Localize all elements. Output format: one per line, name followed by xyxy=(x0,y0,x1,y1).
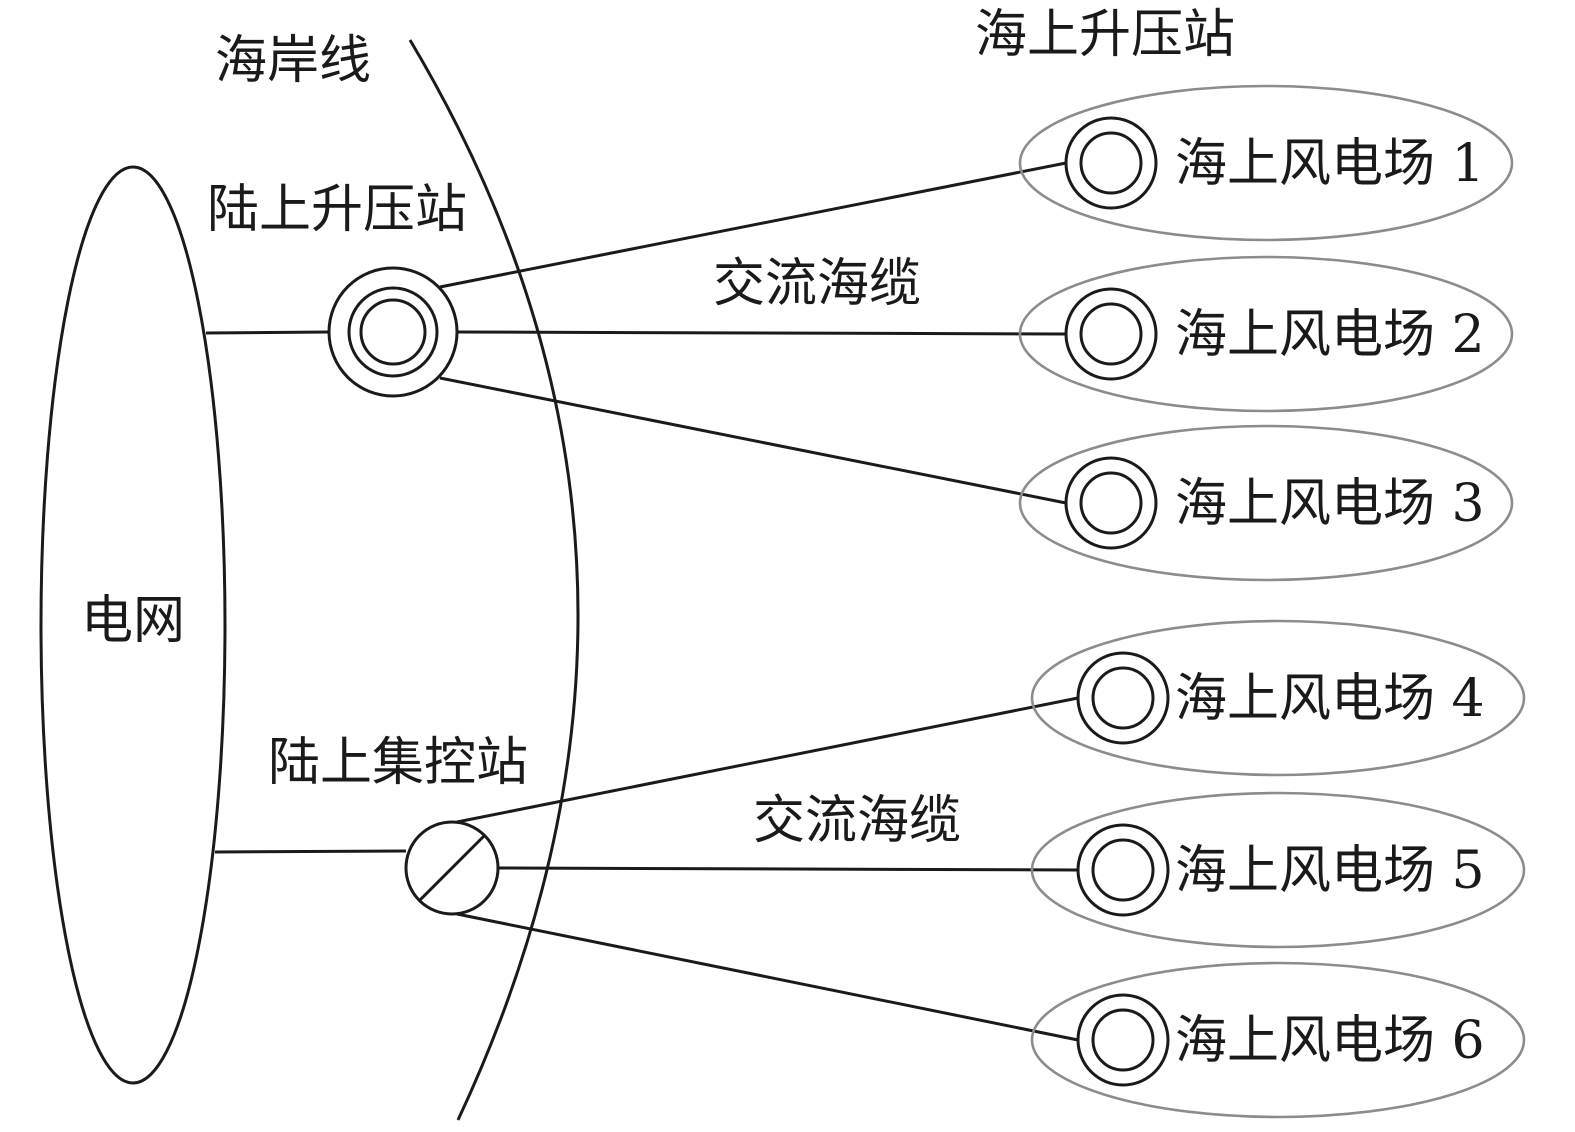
wind-farm-label: 海上风电场 4 xyxy=(1175,669,1485,729)
grid-to-control-line xyxy=(214,849,407,854)
onshore-substation-label: 陆上升压站 xyxy=(207,180,467,240)
onshore-substation-icon xyxy=(327,266,459,398)
coastline-label: 海岸线 xyxy=(215,31,371,91)
wind-farm-label: 海上风电场 2 xyxy=(1175,305,1485,365)
coastline-curve xyxy=(408,39,580,1121)
cable-to-farm-6 xyxy=(456,912,1079,1042)
wind-farm-label: 海上风电场 1 xyxy=(1175,134,1485,194)
control-station-label: 陆上集控站 xyxy=(268,733,528,793)
cable-to-farm-4 xyxy=(456,696,1079,824)
offshore-substation-icon xyxy=(1076,993,1170,1087)
ac-cable-label-lower: 交流海缆 xyxy=(753,791,961,851)
cable-to-farm-3 xyxy=(439,376,1067,505)
cable-to-farm-2 xyxy=(456,330,1067,336)
offshore-substation-icon xyxy=(1076,651,1170,745)
control-station-icon xyxy=(404,820,500,916)
wind-farm-label: 海上风电场 3 xyxy=(1175,474,1485,534)
offshore-substation-icon xyxy=(1064,287,1158,381)
offshore-substation-icon xyxy=(1064,116,1158,210)
cable-to-farm-5 xyxy=(497,866,1079,872)
wind-farm-label: 海上风电场 6 xyxy=(1175,1011,1485,1071)
grid-label: 电网 xyxy=(81,591,185,651)
grid-to-substation-line xyxy=(205,330,330,335)
offshore-substation-icon xyxy=(1076,823,1170,917)
grid-ellipse xyxy=(39,165,227,1085)
cable-to-farm-1 xyxy=(439,161,1067,289)
offshore-substation-icon xyxy=(1064,456,1158,550)
wind-farm-5: 海上风电场 5 xyxy=(1030,791,1526,949)
wind-farm-1: 海上风电场 1 xyxy=(1018,84,1514,242)
wind-farm-label: 海上风电场 5 xyxy=(1175,841,1485,901)
ac-cable-label-upper: 交流海缆 xyxy=(713,254,921,314)
wind-farm-3: 海上风电场 3 xyxy=(1018,424,1514,582)
wind-farm-6: 海上风电场 6 xyxy=(1030,961,1526,1119)
offshore-substation-label: 海上升压站 xyxy=(975,5,1235,65)
wind-farm-4: 海上风电场 4 xyxy=(1030,619,1526,777)
wind-farm-2: 海上风电场 2 xyxy=(1018,255,1514,413)
